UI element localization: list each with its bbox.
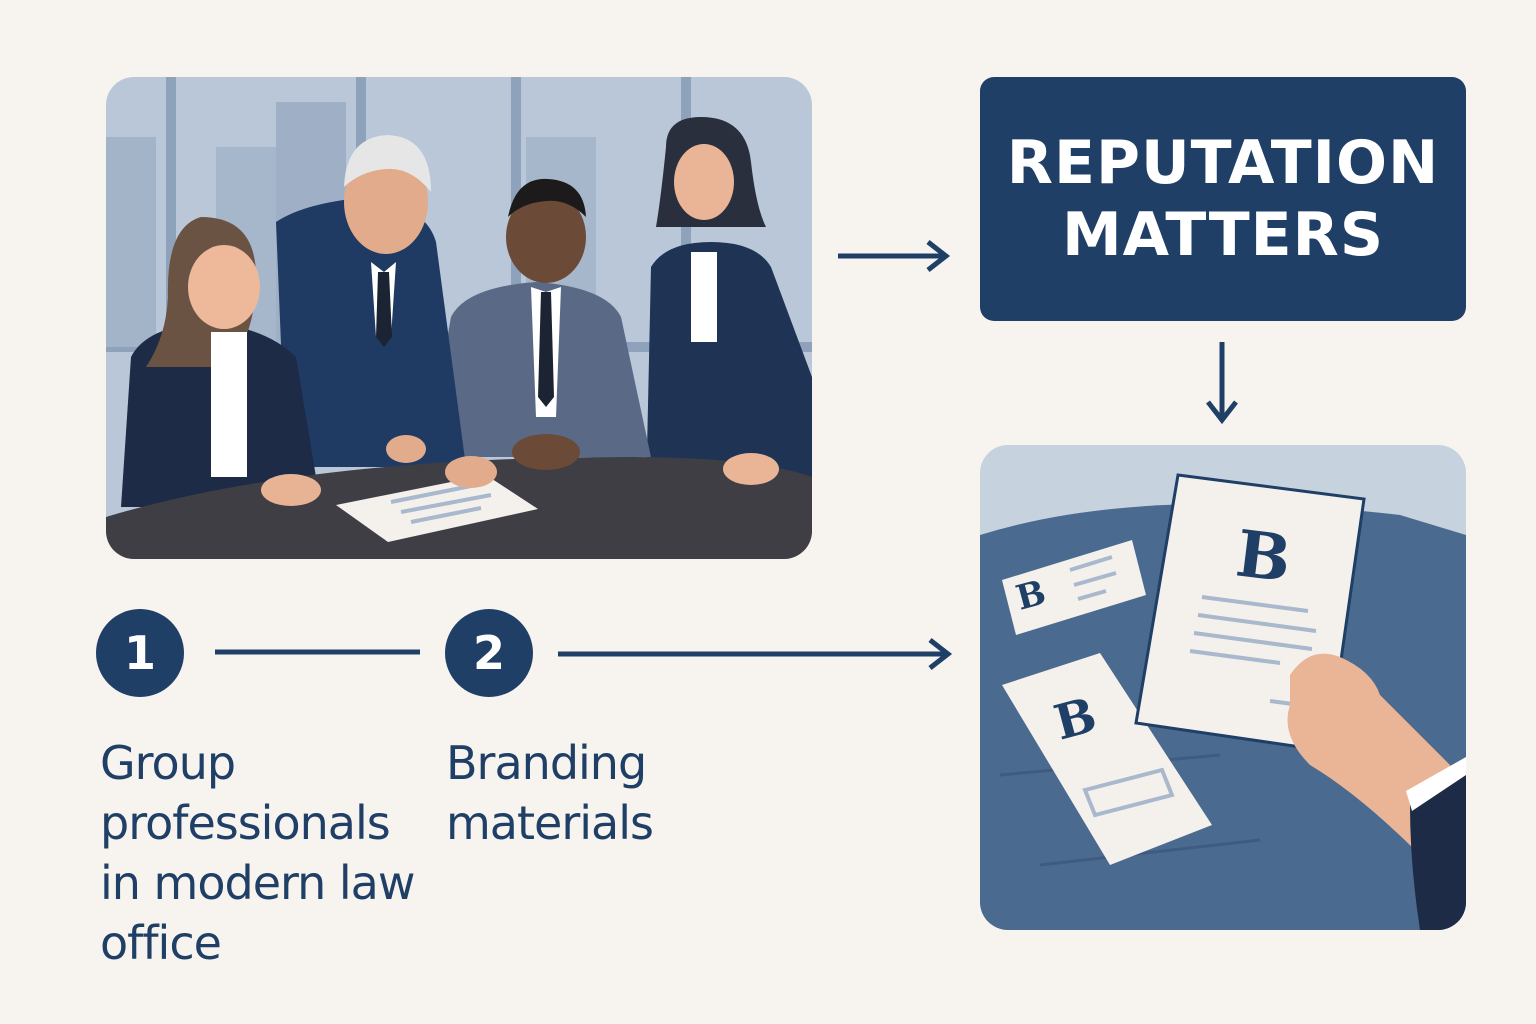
letterhead-logo-letter: B — [1232, 516, 1295, 597]
arrow-right-icon — [558, 638, 953, 670]
office-team-illustration — [106, 77, 812, 559]
step-2-badge: 2 — [445, 609, 533, 697]
arrow-down-icon — [1206, 342, 1238, 425]
step-2-label: Branding materials — [446, 736, 654, 850]
branded-slip: B — [1002, 653, 1212, 865]
reputation-matters-box: REPUTATION MATTERS — [980, 77, 1466, 321]
step-2-number: 2 — [472, 626, 505, 680]
step-1-label: Group professionals in modern law office — [100, 736, 415, 970]
title-line-2: MATTERS — [1061, 200, 1385, 270]
title-line-1: REPUTATION — [1006, 128, 1440, 198]
hand-holding-document — [1287, 653, 1466, 930]
arrow-right-icon — [838, 240, 951, 272]
step-1-badge: 1 — [96, 609, 184, 697]
branding-materials-illustration: B B B — [980, 445, 1466, 930]
step-1-number: 1 — [123, 626, 156, 680]
business-card: B — [1002, 540, 1146, 635]
